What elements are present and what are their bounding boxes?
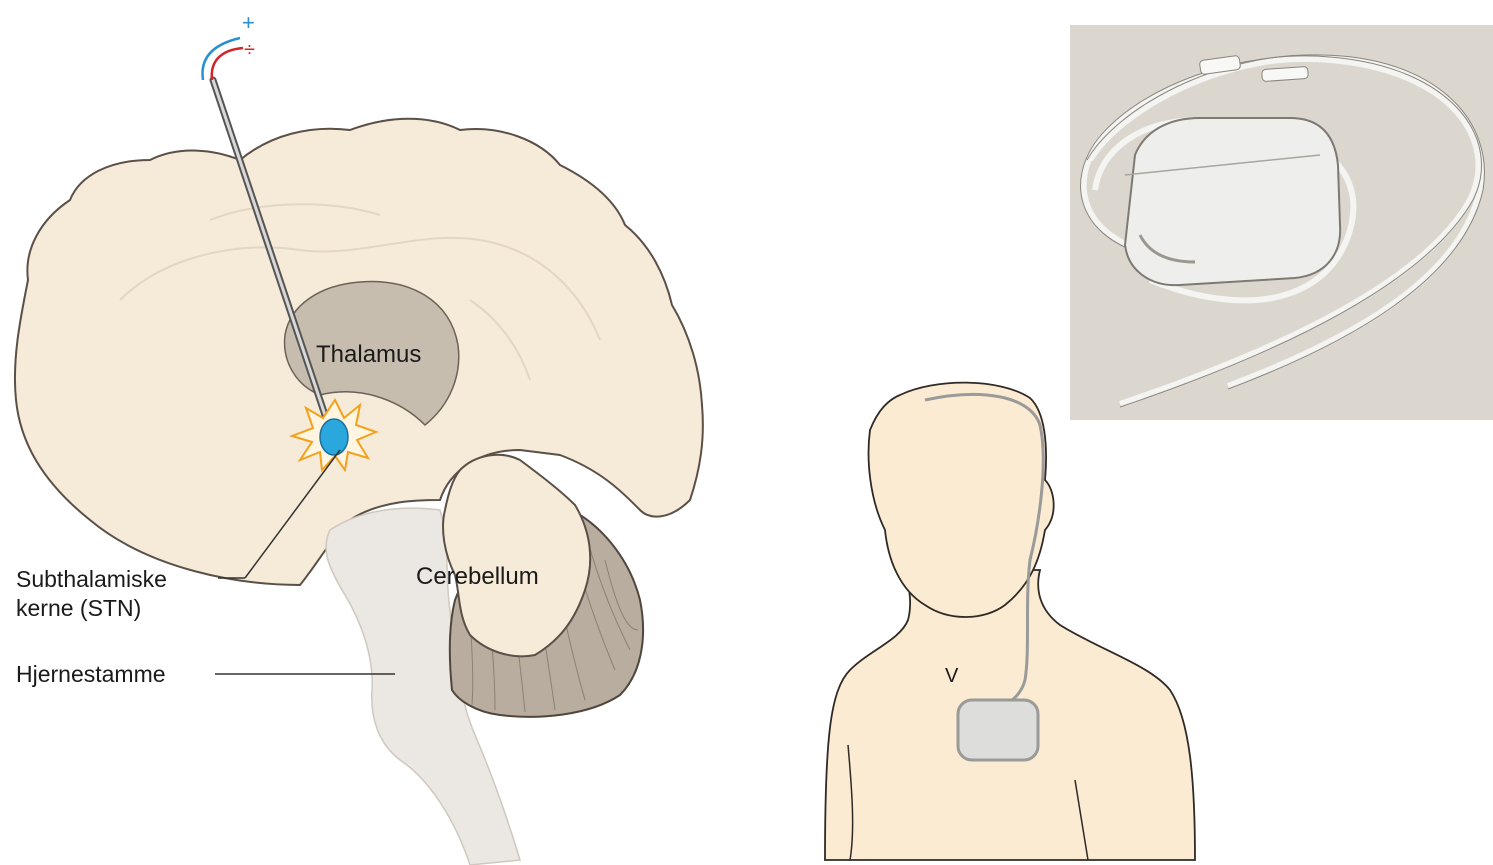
chest-mark-label: V (945, 665, 959, 687)
electrode-tip (320, 419, 348, 455)
brain-illustration: + ÷ Thalamus Cerebellum Subthalamiske ke… (15, 10, 703, 865)
lead-connector (1262, 66, 1309, 81)
thalamus-label: Thalamus (316, 341, 421, 368)
patient-illustration: V (825, 383, 1195, 860)
cerebellum-inner (443, 455, 590, 657)
stn-label-line1: Subthalamiske (16, 566, 167, 592)
brainstem-label: Hjernestamme (16, 661, 166, 687)
positive-sign: + (242, 10, 255, 35)
patient-head (869, 383, 1054, 617)
stn-label-line2: kerne (STN) (16, 595, 141, 621)
cerebellum-label: Cerebellum (416, 563, 539, 590)
pulse-generator-body (1125, 118, 1340, 285)
negative-sign: ÷ (244, 39, 255, 61)
implanted-pulse-generator (958, 700, 1038, 760)
neurostimulator-device-panel (1070, 25, 1493, 420)
